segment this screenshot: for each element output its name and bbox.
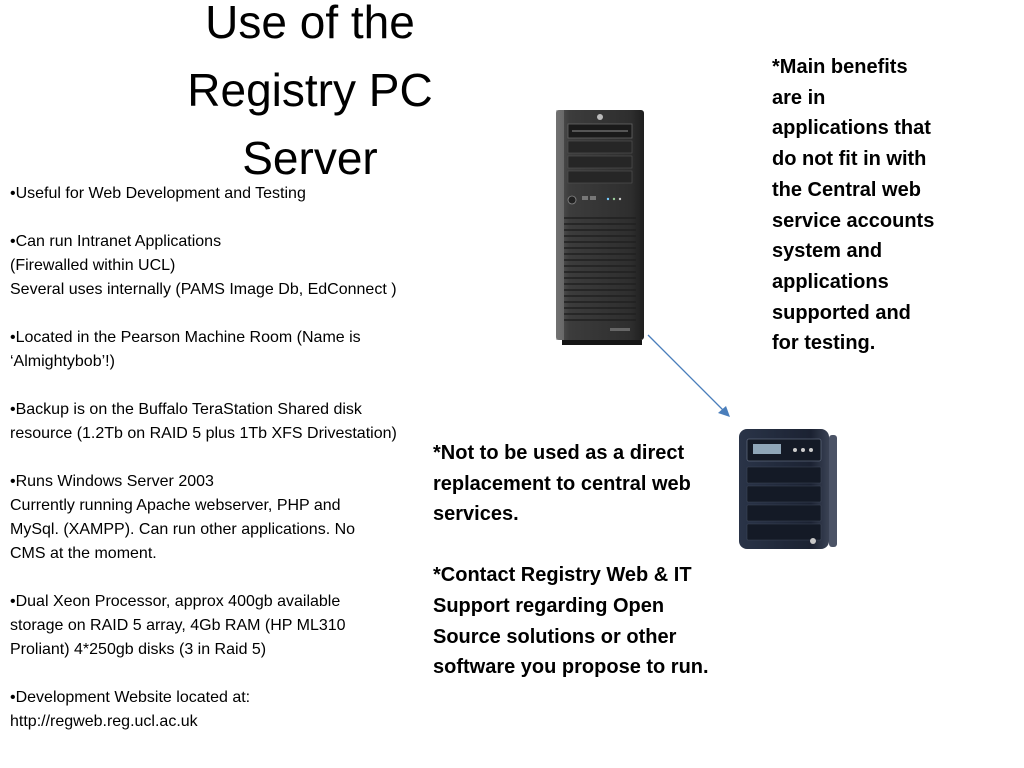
bullet-web-dev: •Useful for Web Development and Testing xyxy=(10,182,450,206)
title-line-1: Use of the xyxy=(205,0,415,48)
bullet-line: resource (1.2Tb on RAID 5 plus 1Tb XFS D… xyxy=(10,425,397,442)
bullet-os: •Runs Windows Server 2003 Currently runn… xyxy=(10,470,450,566)
bullet-line: Currently running Apache webserver, PHP … xyxy=(10,497,341,514)
bullet-line: MySql. (XAMPP). Can run other applicatio… xyxy=(10,521,356,538)
bullet-line: •Development Website located at: xyxy=(10,689,251,706)
bullet-line: Proliant) 4*250gb disks (3 in Raid 5) xyxy=(10,641,267,658)
bullet-location: •Located in the Pearson Machine Room (Na… xyxy=(10,326,450,374)
contact-note: *Contact Registry Web & IT Support regar… xyxy=(433,564,709,679)
bullet-hardware: •Dual Xeon Processor, approx 400gb avail… xyxy=(10,590,450,662)
bullet-line: (Firewalled within UCL) xyxy=(10,257,176,274)
bullet-line: •Dual Xeon Processor, approx 400gb avail… xyxy=(10,593,341,610)
bullet-website: •Development Website located at: http://… xyxy=(10,686,450,734)
nas-storage-icon xyxy=(739,429,837,549)
title-line-3: Server xyxy=(242,132,378,184)
bullet-line: •Backup is on the Buffalo TeraStation Sh… xyxy=(10,401,362,418)
bullet-line: Several uses internally (PAMS Image Db, … xyxy=(10,281,397,298)
bullet-line: ‘Almightybob’!) xyxy=(10,353,115,370)
bullet-line: •Runs Windows Server 2003 xyxy=(10,473,214,490)
usage-notes: *Not to be used as a direct replacement … xyxy=(433,438,723,713)
not-replacement-note: *Not to be used as a direct replacement … xyxy=(433,442,691,526)
slide-title: Use of the Registry PC Server xyxy=(160,0,460,192)
bullet-line: •Useful for Web Development and Testing xyxy=(10,185,306,202)
arrow-icon xyxy=(647,334,730,417)
bullet-line: CMS at the moment. xyxy=(10,545,157,562)
bullet-line: http://regweb.reg.ucl.ac.uk xyxy=(10,713,198,730)
title-line-2: Registry PC xyxy=(187,64,433,116)
bullet-line: storage on RAID 5 array, 4Gb RAM (HP ML3… xyxy=(10,617,346,634)
bullet-backup: •Backup is on the Buffalo TeraStation Sh… xyxy=(10,398,450,446)
main-benefits-note: *Main benefits are in applications that … xyxy=(772,56,935,355)
server-tower-icon xyxy=(556,110,644,345)
bullet-list: •Useful for Web Development and Testing … xyxy=(10,182,450,758)
bullet-line: •Can run Intranet Applications xyxy=(10,233,222,250)
bullet-line: •Located in the Pearson Machine Room (Na… xyxy=(10,329,361,346)
bullet-intranet: •Can run Intranet Applications (Firewall… xyxy=(10,230,450,302)
